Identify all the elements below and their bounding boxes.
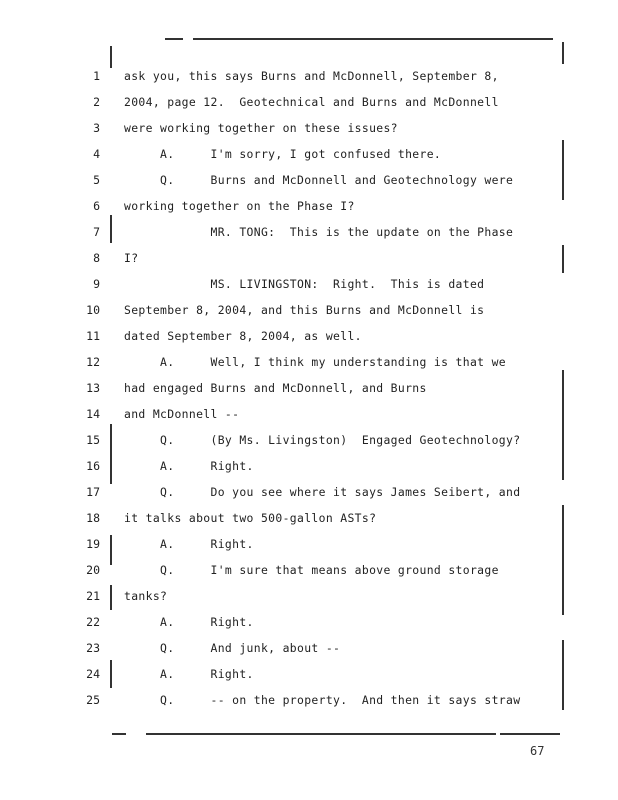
line-text: 2004, page 12. Geotechnical and Burns an… bbox=[124, 95, 499, 109]
line-text: A. Well, I think my understanding is tha… bbox=[124, 355, 507, 369]
transcript-line: 25 Q. -- on the property. And then it sa… bbox=[0, 692, 618, 718]
line-text: dated September 8, 2004, as well. bbox=[124, 329, 362, 343]
line-number: 10 bbox=[86, 303, 100, 317]
line-number: 19 bbox=[86, 537, 100, 551]
line-text: Q. I'm sure that means above ground stor… bbox=[124, 563, 499, 577]
top-rule-short bbox=[165, 38, 183, 40]
left-margin-bar bbox=[110, 215, 112, 243]
line-number: 2 bbox=[93, 95, 100, 109]
line-text: Q. Burns and McDonnell and Geotechnology… bbox=[124, 173, 514, 187]
transcript-line: 4 A. I'm sorry, I got confused there. bbox=[0, 146, 618, 172]
bottom-rule bbox=[146, 733, 496, 735]
right-margin-bar bbox=[562, 245, 564, 273]
transcript-line: 2 2004, page 12. Geotechnical and Burns … bbox=[0, 94, 618, 120]
transcript-line: 14 and McDonnell -- bbox=[0, 406, 618, 432]
left-margin-bar bbox=[110, 535, 112, 565]
line-number: 11 bbox=[86, 329, 100, 343]
line-number: 24 bbox=[86, 667, 100, 681]
line-number: 12 bbox=[86, 355, 100, 369]
line-text: A. Right. bbox=[124, 537, 254, 551]
right-margin-bar bbox=[562, 640, 564, 710]
left-margin-bar bbox=[110, 660, 112, 688]
right-margin-bar bbox=[562, 505, 564, 615]
line-number: 3 bbox=[93, 121, 100, 135]
transcript-line: 10 September 8, 2004, and this Burns and… bbox=[0, 302, 618, 328]
line-text: and McDonnell -- bbox=[124, 407, 240, 421]
line-number: 8 bbox=[93, 251, 100, 265]
left-margin-bar bbox=[110, 585, 112, 610]
transcript-line: 1 ask you, this says Burns and McDonnell… bbox=[0, 68, 618, 94]
line-text: MR. TONG: This is the update on the Phas… bbox=[124, 225, 514, 239]
left-margin-bar bbox=[110, 424, 112, 484]
line-number: 4 bbox=[93, 147, 100, 161]
bottom-rule-right bbox=[500, 733, 560, 735]
right-margin-bar bbox=[562, 370, 564, 480]
line-text: ask you, this says Burns and McDonnell, … bbox=[124, 69, 499, 83]
transcript-line: 9 MS. LIVINGSTON: Right. This is dated bbox=[0, 276, 618, 302]
transcript-line: 15 Q. (By Ms. Livingston) Engaged Geotec… bbox=[0, 432, 618, 458]
line-number: 6 bbox=[93, 199, 100, 213]
transcript-line: 13 had engaged Burns and McDonnell, and … bbox=[0, 380, 618, 406]
transcript-line: 5 Q. Burns and McDonnell and Geotechnolo… bbox=[0, 172, 618, 198]
line-text: Q. -- on the property. And then it says … bbox=[124, 693, 521, 707]
transcript-line: 22 A. Right. bbox=[0, 614, 618, 640]
transcript-line: 18 it talks about two 500-gallon ASTs? bbox=[0, 510, 618, 536]
line-text: A. Right. bbox=[124, 459, 254, 473]
line-number: 13 bbox=[86, 381, 100, 395]
top-rule bbox=[193, 38, 553, 40]
transcript-line: 12 A. Well, I think my understanding is … bbox=[0, 354, 618, 380]
transcript-line: 17 Q. Do you see where it says James Sei… bbox=[0, 484, 618, 510]
line-number: 16 bbox=[86, 459, 100, 473]
bottom-rule-short bbox=[112, 733, 126, 735]
right-margin-bar bbox=[562, 42, 564, 64]
line-text: Q. (By Ms. Livingston) Engaged Geotechno… bbox=[124, 433, 521, 447]
transcript-line: 11 dated September 8, 2004, as well. bbox=[0, 328, 618, 354]
line-text: September 8, 2004, and this Burns and Mc… bbox=[124, 303, 485, 317]
line-text: had engaged Burns and McDonnell, and Bur… bbox=[124, 381, 427, 395]
line-number: 7 bbox=[93, 225, 100, 239]
line-number: 22 bbox=[86, 615, 100, 629]
line-number: 17 bbox=[86, 485, 100, 499]
line-text: MS. LIVINGSTON: Right. This is dated bbox=[124, 277, 485, 291]
transcript-line: 21 tanks? bbox=[0, 588, 618, 614]
line-number: 9 bbox=[93, 277, 100, 291]
line-number: 21 bbox=[86, 589, 100, 603]
line-number: 20 bbox=[86, 563, 100, 577]
line-text: Q. Do you see where it says James Seiber… bbox=[124, 485, 521, 499]
line-number: 23 bbox=[86, 641, 100, 655]
line-number: 5 bbox=[93, 173, 100, 187]
transcript-line: 23 Q. And junk, about -- bbox=[0, 640, 618, 666]
line-text: A. Right. bbox=[124, 667, 254, 681]
line-number: 14 bbox=[86, 407, 100, 421]
line-number: 18 bbox=[86, 511, 100, 525]
transcript-line: 8 I? bbox=[0, 250, 618, 276]
line-number: 1 bbox=[93, 69, 100, 83]
right-margin-bar bbox=[562, 140, 564, 200]
line-text: it talks about two 500-gallon ASTs? bbox=[124, 511, 377, 525]
transcript-line: 19 A. Right. bbox=[0, 536, 618, 562]
line-text: I? bbox=[124, 251, 139, 265]
transcript-line: 16 A. Right. bbox=[0, 458, 618, 484]
transcript-line: 24 A. Right. bbox=[0, 666, 618, 692]
line-text: working together on the Phase I? bbox=[124, 199, 355, 213]
left-margin-bar bbox=[110, 46, 112, 68]
line-text: A. I'm sorry, I got confused there. bbox=[124, 147, 442, 161]
line-text: tanks? bbox=[124, 589, 168, 603]
line-text: were working together on these issues? bbox=[124, 121, 398, 135]
line-text: A. Right. bbox=[124, 615, 254, 629]
line-text: Q. And junk, about -- bbox=[124, 641, 341, 655]
line-number: 15 bbox=[86, 433, 100, 447]
line-number: 25 bbox=[86, 693, 100, 707]
transcript-line: 3 were working together on these issues? bbox=[0, 120, 618, 146]
transcript-line: 7 MR. TONG: This is the update on the Ph… bbox=[0, 224, 618, 250]
page-number: 67 bbox=[530, 744, 545, 758]
transcript-line: 20 Q. I'm sure that means above ground s… bbox=[0, 562, 618, 588]
transcript-line: 6 working together on the Phase I? bbox=[0, 198, 618, 224]
